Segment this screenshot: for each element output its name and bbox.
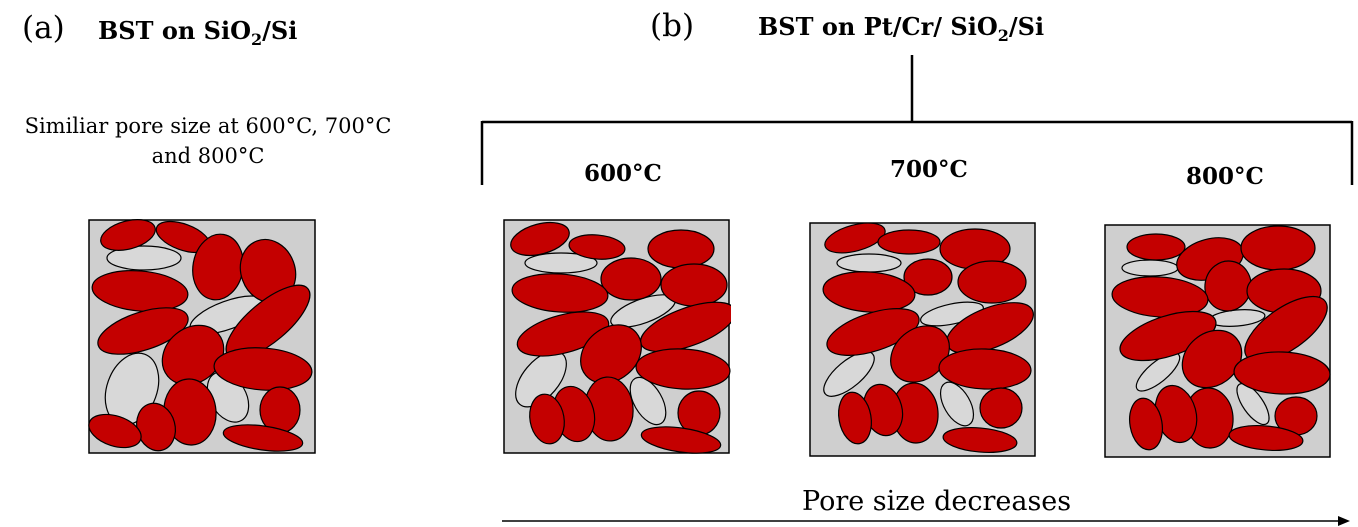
grain — [903, 258, 953, 296]
temp-label-600: 600°C — [584, 160, 662, 187]
grain — [890, 325, 950, 383]
microstructure-700c — [809, 222, 1036, 457]
grain — [824, 222, 886, 254]
panel-a-note-line2: and 800°C — [151, 144, 265, 168]
caption-pore-size: Pore size decreases — [802, 486, 1072, 517]
pore — [1236, 382, 1270, 426]
grain — [640, 426, 722, 454]
pore — [836, 253, 902, 273]
grain — [647, 229, 715, 269]
pore — [823, 351, 875, 397]
grain — [838, 391, 872, 445]
panel-a-letter: (a) — [22, 10, 65, 46]
pore — [1121, 259, 1179, 277]
panel-a-title: BST on SiO2/Si — [98, 16, 298, 49]
microstructure-a — [88, 219, 316, 454]
grain — [91, 270, 189, 312]
grain — [1233, 351, 1331, 395]
grain — [580, 324, 642, 384]
grain — [88, 413, 142, 449]
grain — [222, 424, 304, 452]
microstructure-600c — [503, 219, 731, 454]
grain — [1240, 225, 1316, 271]
pore — [106, 245, 182, 271]
temp-label-800: 800°C — [1186, 163, 1264, 190]
grain — [938, 348, 1032, 390]
grain — [877, 229, 941, 255]
panel-b-letter: (b) — [650, 8, 695, 44]
pore — [920, 301, 984, 327]
panel-a-note-line1: Similiar pore size at 600°C, 700°C — [24, 114, 392, 138]
grain — [1126, 233, 1186, 261]
panel-a-note: Similiar pore size at 600°C, 700°C and 8… — [8, 111, 408, 171]
grain — [660, 263, 728, 307]
grain — [1181, 329, 1243, 389]
grain — [1129, 397, 1163, 451]
pore — [524, 252, 598, 274]
grain — [161, 324, 225, 386]
grain — [97, 307, 189, 355]
grain — [1228, 425, 1304, 451]
grain — [100, 219, 156, 251]
grain — [635, 348, 731, 390]
panel-b-title: BST on Pt/Cr/ SiO2/Si — [758, 12, 1045, 45]
grain — [213, 347, 313, 391]
grain — [510, 221, 570, 257]
grain — [529, 393, 565, 445]
pore — [939, 381, 975, 427]
grain — [1119, 310, 1217, 362]
grain — [979, 387, 1023, 429]
grain — [1244, 295, 1328, 363]
grain — [826, 308, 920, 356]
temp-label-700: 700°C — [890, 156, 968, 183]
pore — [629, 376, 667, 426]
microstructure-800c — [1104, 224, 1331, 458]
grain — [957, 260, 1027, 304]
arrow-head — [1338, 516, 1350, 526]
grain — [600, 257, 662, 301]
grain — [822, 271, 916, 313]
grain — [1111, 276, 1209, 318]
grain — [568, 234, 626, 260]
grain — [511, 273, 609, 313]
pore — [1135, 352, 1181, 392]
grain — [942, 427, 1018, 453]
